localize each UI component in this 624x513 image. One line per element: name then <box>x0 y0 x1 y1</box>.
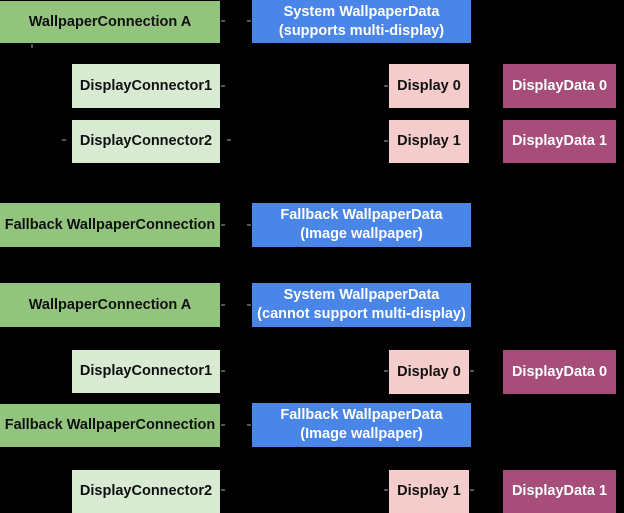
connector-stub <box>247 424 251 426</box>
box-display-connector-2-multi: DisplayConnector2 <box>72 120 220 163</box>
connector-stub <box>62 139 66 141</box>
connector-stub <box>384 489 388 491</box>
box-display-data-1-multi: DisplayData 1 <box>503 120 616 163</box>
box-display-data-1-single: DisplayData 1 <box>503 470 616 513</box>
connector-stub <box>384 140 388 142</box>
connector-stub <box>31 44 33 48</box>
box-display-connector-1-single: DisplayConnector1 <box>72 350 220 393</box>
connector-stub <box>221 424 225 426</box>
connector-stub <box>384 370 388 372</box>
connector-stub <box>221 224 225 226</box>
box-display-data-0-single: DisplayData 0 <box>503 350 616 394</box>
box-display-1-multi: Display 1 <box>389 120 469 163</box>
connector-stub <box>221 370 225 372</box>
box-display-1-single: Display 1 <box>389 470 469 513</box>
connector-stub <box>470 370 474 372</box>
connector-stub <box>221 20 225 22</box>
box-display-0-multi: Display 0 <box>389 64 469 108</box>
box-fallback-wallpaper-connection-multi: Fallback WallpaperConnection <box>0 203 220 247</box>
connector-stub <box>221 85 225 87</box>
box-wallpaper-connection-a-multi: WallpaperConnection A <box>0 1 220 43</box>
box-fallback-wallpaper-data-single: Fallback WallpaperData (Image wallpaper) <box>252 403 471 447</box>
box-wallpaper-connection-a-single: WallpaperConnection A <box>0 283 220 327</box>
connector-stub <box>227 139 231 141</box>
connector-stub <box>221 489 225 491</box>
connector-stub <box>247 224 251 226</box>
box-display-connector-2-single: DisplayConnector2 <box>72 470 220 513</box>
connector-stub <box>221 304 225 306</box>
connector-stub <box>384 85 388 87</box>
connector-stub <box>470 489 474 491</box>
connector-stub <box>247 304 251 306</box>
box-display-connector-1-multi: DisplayConnector1 <box>72 64 220 108</box>
box-system-wallpaper-data-multi: System WallpaperData (supports multi-dis… <box>252 0 471 43</box>
connector-stub <box>247 20 251 22</box>
box-display-data-0-multi: DisplayData 0 <box>503 64 616 108</box>
box-display-0-single: Display 0 <box>389 350 469 394</box>
box-fallback-wallpaper-data-multi: Fallback WallpaperData (Image wallpaper) <box>252 203 471 247</box>
box-system-wallpaper-data-single: System WallpaperData (cannot support mul… <box>252 283 471 327</box>
box-fallback-wallpaper-connection-single: Fallback WallpaperConnection <box>0 404 220 447</box>
